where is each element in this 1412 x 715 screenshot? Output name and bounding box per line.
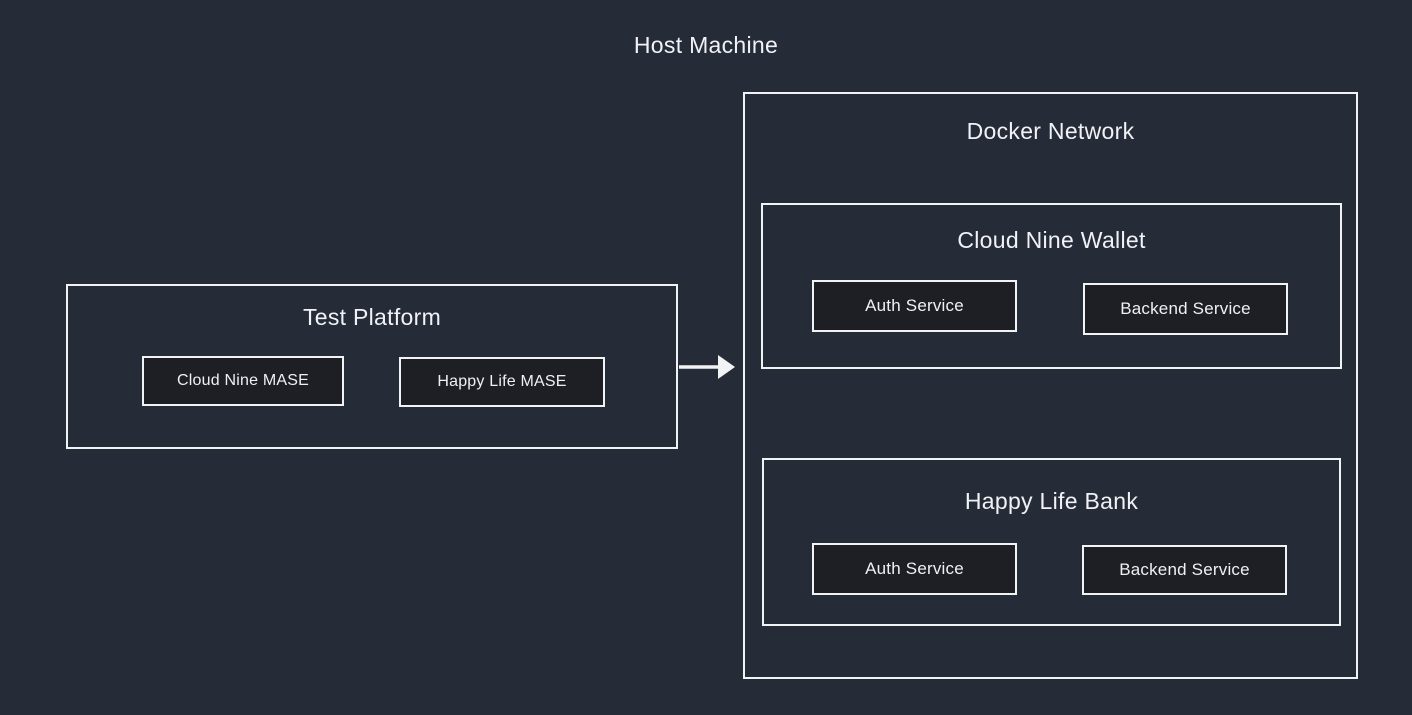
cloud-nine-wallet-label: Cloud Nine Wallet bbox=[957, 227, 1146, 253]
cloud-nine-auth-service-label: Auth Service bbox=[865, 296, 964, 315]
happy-life-auth-service-label: Auth Service bbox=[865, 559, 964, 578]
happy-life-mase-label: Happy Life MASE bbox=[437, 373, 567, 390]
right-arrow-icon bbox=[679, 355, 735, 379]
cloud-nine-auth-service-node: Auth Service bbox=[812, 280, 1017, 332]
happy-life-backend-service-label: Backend Service bbox=[1119, 560, 1250, 579]
cloud-nine-backend-service-node: Backend Service bbox=[1083, 283, 1288, 335]
happy-life-auth-service-node: Auth Service bbox=[812, 543, 1017, 595]
host-machine-label: Host Machine bbox=[633, 32, 779, 58]
happy-life-bank-label: Happy Life Bank bbox=[964, 488, 1139, 514]
happy-life-bank-box: Happy Life Bank bbox=[762, 458, 1341, 626]
test-platform-label: Test Platform bbox=[302, 304, 442, 330]
cloud-nine-wallet-box: Cloud Nine Wallet bbox=[761, 203, 1342, 369]
test-platform-box: Test Platform bbox=[66, 284, 678, 449]
docker-network-box: Docker Network bbox=[743, 92, 1358, 679]
cloud-nine-mase-node: Cloud Nine MASE bbox=[142, 356, 344, 406]
happy-life-backend-service-node: Backend Service bbox=[1082, 545, 1287, 595]
cloud-nine-mase-label: Cloud Nine MASE bbox=[177, 372, 309, 389]
cloud-nine-backend-service-label: Backend Service bbox=[1120, 299, 1251, 318]
docker-network-label: Docker Network bbox=[966, 118, 1135, 144]
happy-life-mase-node: Happy Life MASE bbox=[399, 357, 605, 407]
